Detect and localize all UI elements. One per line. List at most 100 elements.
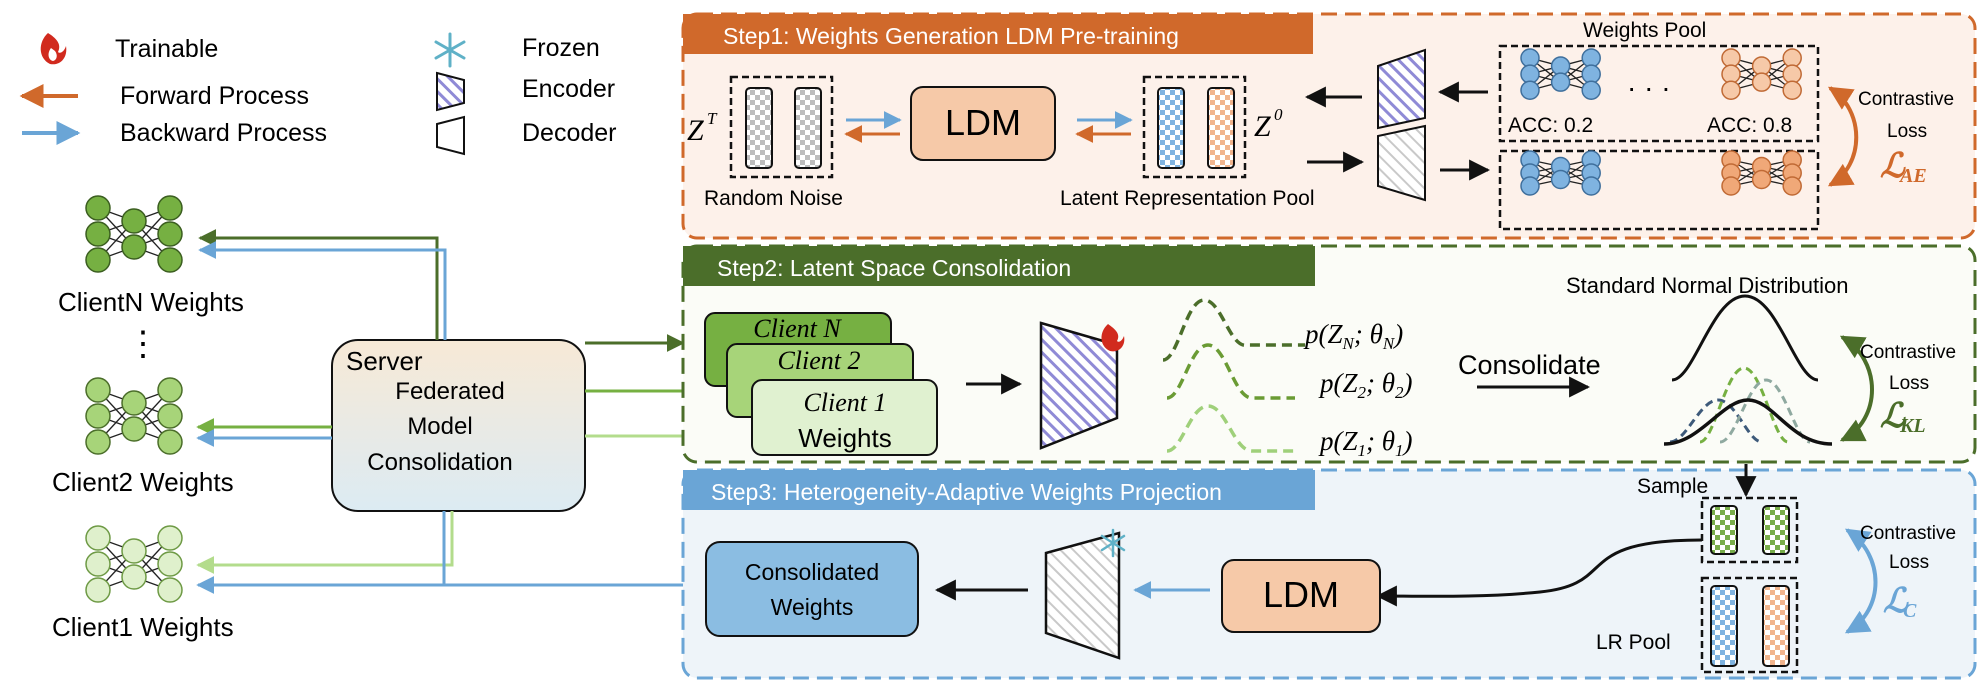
standard-normal-curve [1671, 294, 1819, 382]
lr-pool-box [1700, 576, 1799, 674]
reconstructed-pool-box [1498, 149, 1820, 231]
server-line-2: Model [407, 413, 472, 440]
network-node [1520, 176, 1540, 196]
flame-icon [1101, 324, 1125, 352]
client-n-distribution [1162, 298, 1305, 362]
latent-vector [1207, 87, 1235, 169]
contrastive-arrow-step3 [1844, 528, 1878, 634]
snowflake-icon [434, 32, 466, 68]
decoder-step1 [1377, 124, 1426, 202]
network-node [85, 551, 111, 577]
network-node [85, 577, 111, 603]
loss-symbol-ae: ℒ [1880, 148, 1906, 185]
contrastive-label-step1: Contrastive [1858, 89, 1954, 110]
client-1-network [85, 525, 183, 603]
noise-vector [794, 87, 822, 169]
loss-symbol-c: ℒ [1883, 583, 1909, 620]
consolidated-distribution [1669, 398, 1763, 444]
contrastive-label-step2: Contrastive [1860, 342, 1956, 363]
network-node [157, 247, 183, 273]
sampled-vector [1710, 505, 1738, 555]
noise-vector [745, 87, 773, 169]
lr-vector [1762, 585, 1790, 667]
decoder-icon [436, 115, 465, 156]
contrastive-arrow-step2 [1839, 335, 1874, 442]
client-2-distribution [1166, 343, 1295, 400]
client-1-card [751, 379, 938, 456]
network-node [85, 429, 111, 455]
network-node [1520, 80, 1540, 100]
client-1-card-weights: Weights [798, 423, 891, 453]
legend-encoder: Encoder [522, 75, 615, 103]
network-node [1550, 72, 1571, 92]
network-node [85, 221, 111, 247]
decoder-step3 [1044, 531, 1121, 660]
step2-panel: Step2: Latent Space Consolidation Client… [681, 244, 1977, 464]
server-title: Server [346, 346, 423, 376]
loss-label-step3: Loss [1889, 552, 1929, 573]
client-n-network [85, 195, 183, 273]
encoder-step2 [1039, 321, 1119, 450]
network-node [1520, 48, 1540, 68]
network-node [1581, 48, 1601, 68]
network-node [1550, 56, 1571, 76]
contrastive-arrow-step1 [1827, 86, 1859, 187]
network-node [1721, 48, 1741, 68]
client-1-label: Client1 Weights [52, 612, 234, 642]
network-node [1550, 169, 1571, 190]
loss-sub-kl: KL [1899, 415, 1926, 437]
random-noise-box [729, 75, 834, 179]
step3-title: Step3: Heterogeneity-Adaptive Weights Pr… [711, 479, 1222, 505]
client-2-card-label: Client 2 [777, 346, 860, 375]
ldm-block-step1 [910, 86, 1056, 161]
zt-symbol: Z [687, 114, 704, 147]
network-node [1751, 169, 1772, 190]
legend: Trainable Forward Process Backward Proce… [19, 32, 617, 156]
network-node [121, 208, 147, 234]
ldm-label-step3: LDM [1263, 574, 1339, 615]
client-1-distribution [1166, 404, 1295, 453]
consolidated-label-1: Consolidated [745, 559, 879, 585]
client-n-card-label: Client N [753, 314, 842, 343]
network-node [1782, 48, 1802, 68]
network-node [157, 377, 183, 403]
network-node [157, 525, 183, 551]
ldm-label-step1: LDM [945, 102, 1021, 143]
consolidated-distribution [1719, 378, 1811, 444]
loss-symbol-kl: ℒ [1880, 398, 1906, 435]
network-node [1581, 64, 1601, 84]
zt-superscript: T [707, 109, 718, 128]
network-node [85, 525, 111, 551]
contrastive-label-step3: Contrastive [1860, 523, 1956, 544]
latent-vector [1157, 87, 1185, 169]
network-node [121, 390, 147, 416]
pz1-label: p(Z1; θ1) [1318, 426, 1413, 460]
network-node [121, 538, 147, 564]
legend-decoder: Decoder [522, 119, 617, 147]
loss-sub-ae: AE [1898, 165, 1927, 187]
network-node [1721, 176, 1741, 196]
network-node [1581, 80, 1601, 100]
client-1-card-label: Client 1 [803, 388, 886, 417]
network-node [157, 429, 183, 455]
flame-icon [40, 33, 67, 65]
network-node [157, 195, 183, 221]
latent-pool-box [1142, 75, 1247, 179]
legend-frozen: Frozen [522, 34, 600, 62]
lr-vector [1710, 585, 1738, 667]
client-2-label: Client2 Weights [52, 467, 234, 497]
loss-label-step2: Loss [1889, 373, 1929, 394]
sample-to-ldm-arrow [1375, 538, 1703, 607]
pz2-label: p(Z2; θ2) [1318, 368, 1413, 402]
network-node [85, 247, 111, 273]
encoder-icon [436, 71, 465, 112]
loss-label-step1: Loss [1887, 121, 1927, 142]
server-line-1: Federated [395, 378, 504, 405]
network-node [121, 416, 147, 442]
sample-label: Sample [1637, 475, 1708, 498]
sampled-vector [1762, 505, 1790, 555]
step1-panel: Step1: Weights Generation LDM Pre-traini… [681, 12, 1977, 240]
network-node [121, 234, 147, 260]
network-node [157, 221, 183, 247]
acc-high-label: ACC: 0.8 [1707, 114, 1792, 137]
